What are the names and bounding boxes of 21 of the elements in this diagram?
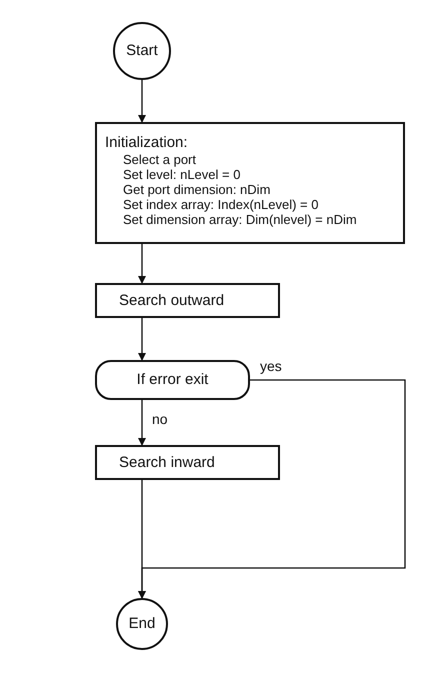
arrow — [138, 480, 146, 599]
box-heading: Initialization: — [105, 134, 188, 152]
terminal-circle — [116, 598, 168, 650]
arrow — [138, 80, 146, 123]
node-label: End — [128, 615, 156, 633]
arrow — [138, 400, 146, 446]
node-label: If error exit — [136, 371, 208, 389]
step-text: Select a port — [123, 152, 196, 167]
step-text: Set index array: Index(nLevel) = 0 — [123, 197, 318, 212]
decision-box — [95, 360, 250, 400]
process-box — [95, 445, 280, 480]
node-label: Search inward — [119, 454, 215, 472]
step-text: Set dimension array: Dim(nlevel) = nDim — [123, 212, 357, 227]
process-box — [95, 122, 405, 244]
step-text: Get port dimension: nDim — [123, 182, 270, 197]
node-label: Start — [126, 42, 158, 60]
arrow — [138, 244, 146, 284]
arrow — [138, 318, 146, 361]
node-label: Search outward — [119, 292, 224, 310]
step-text: Set level: nLevel = 0 — [123, 167, 240, 182]
process-box — [95, 283, 280, 318]
